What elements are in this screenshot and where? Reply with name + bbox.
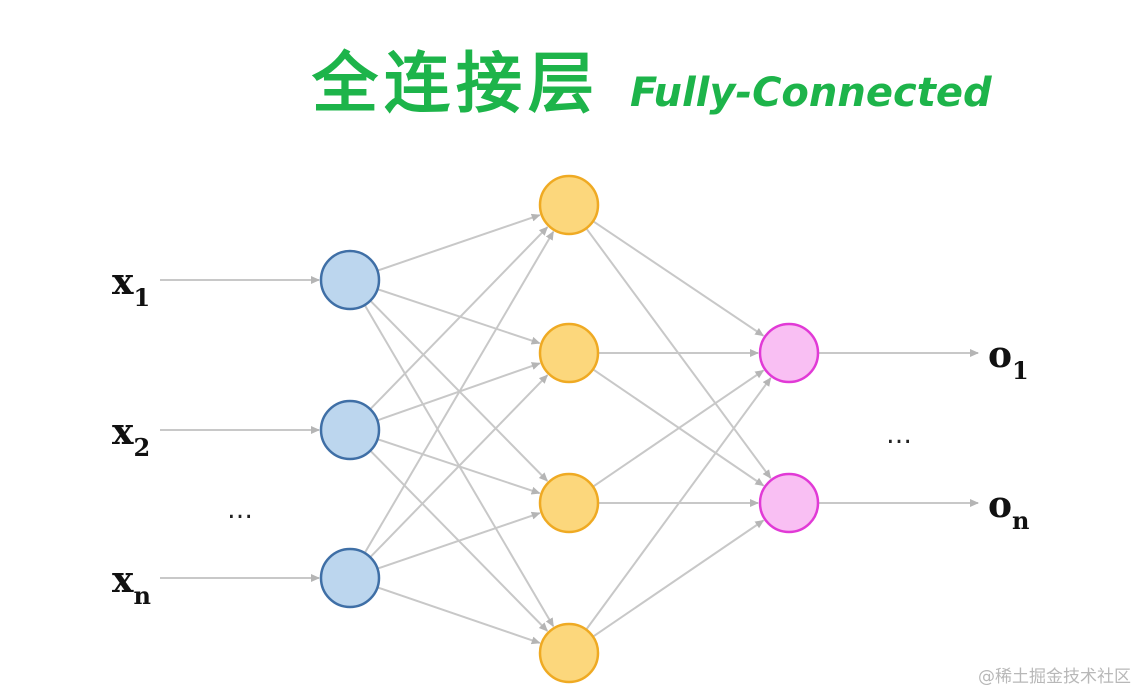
input-label-2-base: x [112,411,134,453]
input-hidden-edge-1-1 [377,213,541,272]
title-chinese: 全连接层 [312,45,600,122]
input-label-2: x2 [112,411,150,462]
hidden-output-edge-4-1 [585,377,772,631]
input-hidden-edge-1-2 [377,288,541,345]
input-label-1-base: x [112,261,134,303]
output-label-1-subscript: 1 [1012,356,1029,385]
input-hidden-edge-3-1 [363,230,555,554]
hidden-node-1 [538,174,600,236]
input-node-1 [319,249,381,311]
output-label-2-subscript: n [1012,506,1029,535]
input-label-1: x1 [112,261,150,312]
output-label-2: on [988,484,1029,535]
io-labels: x1x2xno1on…… [112,261,1029,610]
input-node-3 [319,547,381,609]
output-node-2 [758,472,820,534]
diagram-title: 全连接层 Fully-Connected [312,30,992,126]
output-ellipsis: … [886,420,912,450]
hidden-output-edge-4-2 [592,519,765,638]
hidden-node-2 [538,322,600,384]
watermark: @稀土掘金技术社区 [978,667,1131,687]
input-label-1-subscript: 1 [133,283,150,312]
hidden-output-edge-3-1 [592,369,765,488]
input-hidden-edge-3-2 [369,374,549,558]
input-arrows [160,276,979,582]
input-hidden-edge-3-4 [377,586,541,645]
connection-edges [363,213,772,645]
input-ellipsis: … [227,495,253,525]
input-label-3-base: x [112,559,134,601]
input-label-3-subscript: n [133,581,150,610]
output-label-2-base: o [988,484,1012,526]
input-label-3: xn [112,559,151,610]
input-hidden-edge-3-3 [377,511,541,570]
input-node-2 [319,399,381,461]
output-label-1-base: o [988,334,1012,376]
hidden-node-3 [538,472,600,534]
output-node-1 [758,322,820,384]
network-nodes [319,174,820,684]
title-english: Fully-Connected [630,70,992,116]
input-label-2-subscript: 2 [133,433,150,462]
output-label-1: o1 [988,334,1029,385]
hidden-node-4 [538,622,600,684]
hidden-output-edge-1-1 [592,220,765,337]
input-hidden-edge-2-1 [369,226,549,410]
